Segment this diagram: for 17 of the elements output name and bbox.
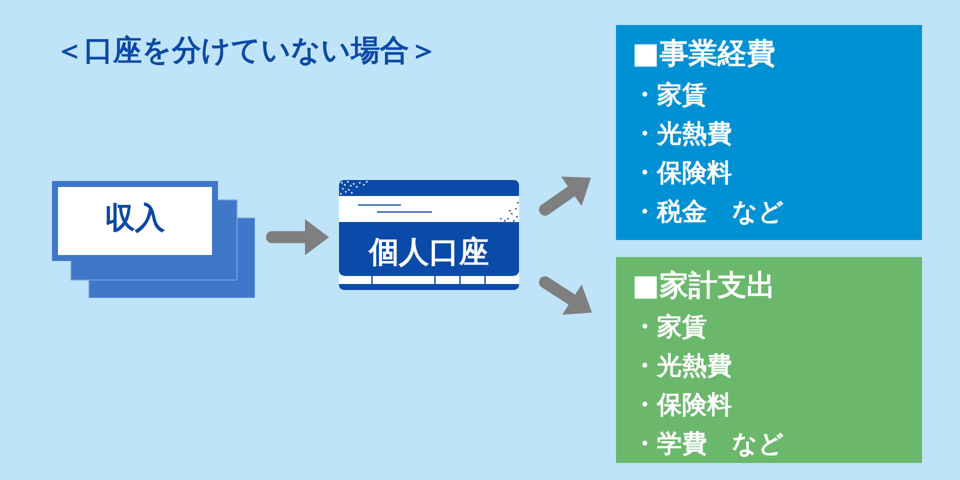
panel-heading: ■家計支出: [632, 267, 776, 304]
card-label: 収入: [105, 202, 165, 236]
list-item: ・光熱費: [632, 350, 732, 382]
heading: ＜口座を分けていない場合＞: [55, 32, 438, 69]
category-panel: [616, 257, 922, 463]
bank-card: [339, 180, 519, 290]
category-panel: [616, 25, 922, 240]
list-item: ・税金 など: [632, 196, 784, 228]
panel-heading: ■事業経費: [632, 35, 776, 72]
list-item: ・光熱費: [632, 118, 732, 150]
list-item: ・家賃: [632, 311, 707, 343]
list-item: ・保険料: [632, 157, 732, 189]
list-item: ・保険料: [632, 389, 732, 421]
card-label: 個人口座: [369, 236, 489, 270]
list-item: ・学費 など: [632, 428, 784, 460]
list-item: ・家賃: [632, 79, 707, 111]
card-stack: [52, 181, 255, 298]
